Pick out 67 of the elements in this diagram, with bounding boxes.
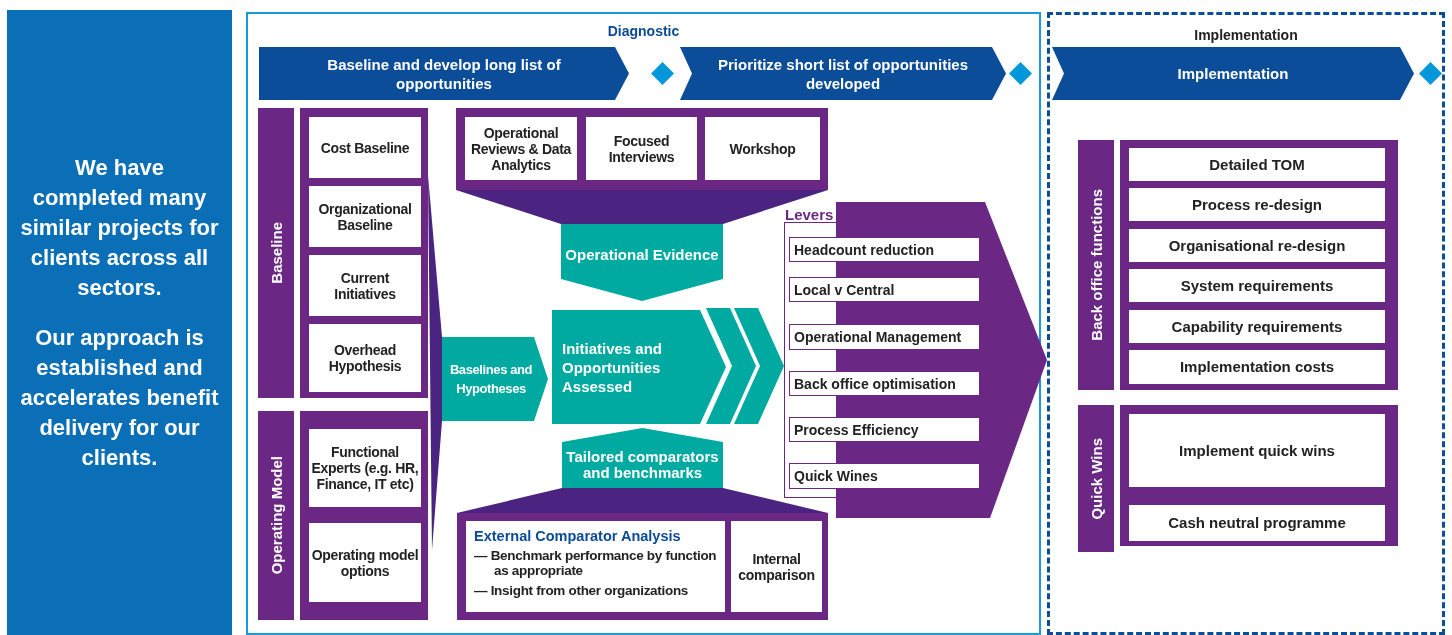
activity-card: Process re-design [1129, 188, 1385, 221]
activity-card: Implementation costs [1129, 350, 1385, 384]
intro-paragraph: We have completed many similar projects for clients across all sectors. [19, 154, 220, 302]
intro-panel [7, 10, 232, 635]
phase-banner [259, 47, 629, 100]
activity-card: System requirements [1129, 269, 1385, 302]
activity-card: Organisational re-design [1129, 229, 1385, 262]
assessment-pentagon [552, 310, 726, 424]
lever-item: Quick Wines [789, 463, 980, 489]
shape-label: Tailored comparators and benchmarks [565, 449, 720, 481]
bullet-text: — Insight from other organizations [474, 583, 690, 598]
shape-label: Operational Evidence [565, 245, 719, 264]
evidence-pentagon [561, 224, 723, 301]
shape-label: Implementation [1177, 64, 1289, 83]
levers-heading: Levers [785, 206, 834, 223]
activity-card: Workshop [705, 117, 820, 180]
activity-card: Functional Experts (e.g. HR, Finance, IT etc) [309, 429, 421, 507]
intro-paragraph: Our approach is established and accelerates benefit delivery for our clients. [19, 324, 220, 472]
activity-card: Implement quick wins [1129, 414, 1385, 487]
activity-card: Current Initiatives [309, 255, 421, 316]
analysis-heading: External Comparator Analysis [474, 527, 682, 545]
shape-label: Initiatives and Opportunities Assessed [562, 338, 664, 396]
activity-card: Detailed TOM [1129, 148, 1385, 181]
group-panel [1120, 405, 1398, 546]
phase-banner [680, 47, 1006, 100]
phase-banner [1052, 47, 1414, 100]
activity-card: Internal comparison [731, 521, 822, 612]
group-panel [456, 108, 828, 190]
activity-card: Operating model options [309, 523, 421, 602]
activity-card: Overhead Hypothesis [309, 324, 421, 392]
comparator-pentagon [562, 428, 723, 488]
levers-arrow [836, 202, 1047, 518]
group-panel [300, 108, 428, 398]
funnel-connector [457, 488, 828, 513]
activity-card: Operational Reviews & Data Analytics [465, 117, 577, 180]
bullet-text: — Benchmark performance by function as appropriate [474, 548, 718, 578]
funnel-connector [456, 190, 828, 224]
section-band [258, 108, 294, 398]
activity-card: Organizational Baseline [309, 186, 421, 247]
shape-label: Baseline and develop long list of opportunities [326, 54, 562, 93]
section-label: Baseline [267, 222, 285, 284]
section-label: Operating Model [267, 456, 285, 575]
section-label: Quick Wins [1087, 437, 1105, 520]
section-band [1078, 140, 1114, 390]
section-band [1078, 405, 1114, 552]
analysis-card [466, 521, 725, 612]
group-panel [1120, 140, 1398, 390]
input-pentagon [442, 337, 548, 421]
section-label: Back office functions [1087, 189, 1105, 341]
phase-heading: Implementation [1193, 27, 1299, 43]
lever-item: Local v Central [789, 277, 980, 302]
group-panel [300, 411, 428, 620]
shape-label: Prioritize short list of opportunities developed [717, 54, 969, 93]
phase-frame [1047, 12, 1445, 635]
phase-heading: Diagnostic [606, 23, 681, 39]
activity-card: Cost Baseline [309, 117, 421, 178]
lever-item: Headcount reduction [789, 237, 980, 262]
lever-item: Operational Management [789, 324, 980, 350]
activity-card: Capability requirements [1129, 310, 1385, 343]
activity-card: Focused Interviews [586, 117, 697, 180]
group-panel [457, 513, 828, 620]
chevron-arrow [706, 308, 784, 424]
section-band [258, 411, 294, 620]
activity-card: Cash neutral programme [1129, 505, 1385, 541]
lever-item: Process Efficiency [789, 417, 980, 442]
lever-item: Back office optimisation [789, 371, 980, 396]
shape-label: Baselines and Hypotheses [448, 361, 534, 398]
